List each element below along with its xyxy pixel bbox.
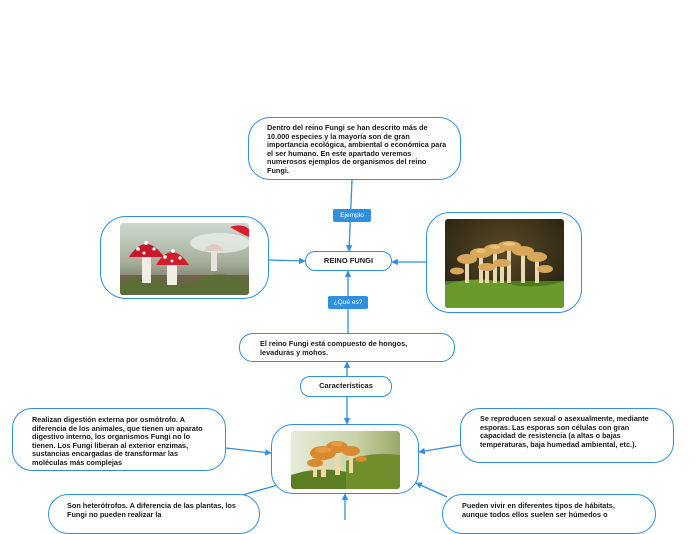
red-spotted-mushrooms-photo bbox=[120, 223, 249, 295]
habitats-node[interactable]: Pueden vivir en diferentes tipos de hábi… bbox=[442, 494, 656, 534]
que-es-link-label[interactable]: ¿Qué es? bbox=[328, 296, 368, 309]
intro-text: Dentro del reino Fungi se han descrito m… bbox=[267, 123, 447, 175]
digestion-text: Realizan digestión externa por osmótrofo… bbox=[32, 415, 203, 467]
intro-node[interactable]: Dentro del reino Fungi se han descrito m… bbox=[248, 117, 461, 180]
orange-mushrooms-on-moss-photo bbox=[291, 431, 400, 489]
definition-node[interactable]: El reino Fungi está compuesto de hongos,… bbox=[239, 333, 455, 362]
caracteristicas-label: Características bbox=[319, 381, 373, 391]
mushroom-cluster-photo bbox=[445, 219, 564, 308]
right-image-node[interactable] bbox=[426, 212, 582, 313]
characteristics-image-node[interactable] bbox=[271, 424, 419, 494]
left-image-node[interactable] bbox=[100, 216, 269, 299]
reproduction-node[interactable]: Se reproducen sexual o asexualmente, med… bbox=[460, 408, 674, 463]
central-topic-node[interactable]: REINO FUNGI bbox=[305, 251, 392, 271]
caracteristicas-node[interactable]: Características bbox=[300, 376, 392, 397]
habitats-text: Pueden vivir en diferentes tipos de hábi… bbox=[462, 501, 615, 519]
digestion-node[interactable]: Realizan digestión externa por osmótrofo… bbox=[12, 408, 226, 471]
heterotrophs-text: Son heterótrofos. A diferencia de las pl… bbox=[67, 501, 236, 519]
reproduction-text: Se reproducen sexual o asexualmente, med… bbox=[480, 414, 649, 449]
connector-lines bbox=[225, 179, 462, 520]
heterotrophs-node[interactable]: Son heterótrofos. A diferencia de las pl… bbox=[48, 494, 260, 534]
central-topic-label: REINO FUNGI bbox=[323, 255, 374, 265]
ejemplo-link-label[interactable]: Ejemplo bbox=[333, 209, 371, 222]
definition-text: El reino Fungi está compuesto de hongos,… bbox=[260, 339, 408, 357]
